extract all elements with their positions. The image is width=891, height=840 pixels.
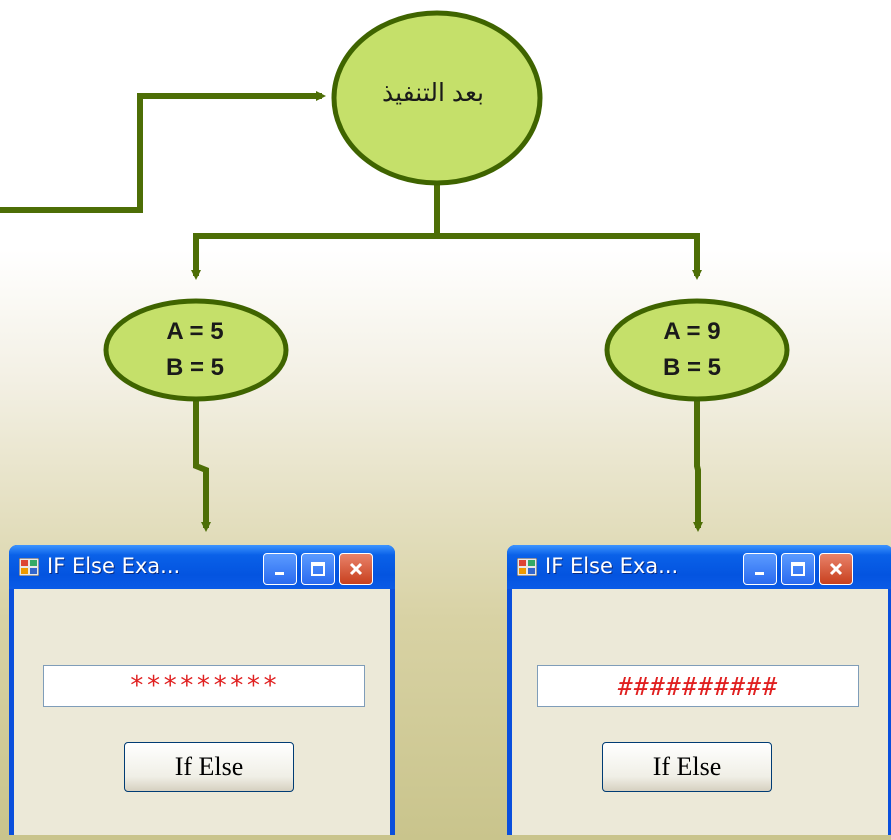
left-window: IF Else Exa... ********* If Else — [9, 545, 395, 835]
minimize-icon — [755, 572, 764, 575]
close-icon — [829, 562, 843, 576]
feedback-connector — [0, 91, 326, 213]
split-connector — [191, 178, 440, 280]
left-window-client: ********* If Else — [14, 589, 390, 835]
top-node-label: بعد التنفيذ — [381, 79, 485, 107]
close-button[interactable] — [339, 553, 373, 585]
left-window-titlebar[interactable]: IF Else Exa... — [9, 545, 395, 589]
left-node-b: B = 5 — [165, 354, 225, 381]
window-title: IF Else Exa... — [545, 554, 679, 578]
close-icon — [349, 562, 363, 576]
left-node-label: A = 5 B = 5 — [120, 314, 270, 386]
right-down-connector — [693, 398, 703, 532]
right-window: IF Else Exa... ########## If Else — [507, 545, 891, 835]
maximize-icon — [791, 562, 805, 576]
app-icon — [517, 558, 537, 576]
right-node-a: A = 9 — [663, 318, 721, 345]
left-down-connector — [193, 398, 211, 532]
if-else-button[interactable]: If Else — [124, 742, 294, 792]
minimize-icon — [275, 572, 284, 575]
split-connector-right — [437, 233, 702, 280]
right-window-titlebar[interactable]: IF Else Exa... — [507, 545, 891, 589]
maximize-button[interactable] — [301, 553, 335, 585]
right-node-label: A = 9 B = 5 — [617, 314, 767, 386]
left-node-a: A = 5 — [166, 318, 224, 345]
maximize-icon — [311, 562, 325, 576]
window-title: IF Else Exa... — [47, 554, 181, 578]
close-button[interactable] — [819, 553, 853, 585]
right-window-client: ########## If Else — [512, 589, 888, 835]
top-node — [331, 10, 543, 186]
if-else-button[interactable]: If Else — [602, 742, 772, 792]
left-node — [103, 298, 289, 402]
minimize-button[interactable] — [263, 553, 297, 585]
result-textbox[interactable]: ********* — [43, 665, 365, 707]
right-node-b: B = 5 — [662, 354, 722, 381]
maximize-button[interactable] — [781, 553, 815, 585]
app-icon — [19, 558, 39, 576]
minimize-button[interactable] — [743, 553, 777, 585]
result-textbox[interactable]: ########## — [537, 665, 859, 707]
right-node — [604, 298, 790, 402]
